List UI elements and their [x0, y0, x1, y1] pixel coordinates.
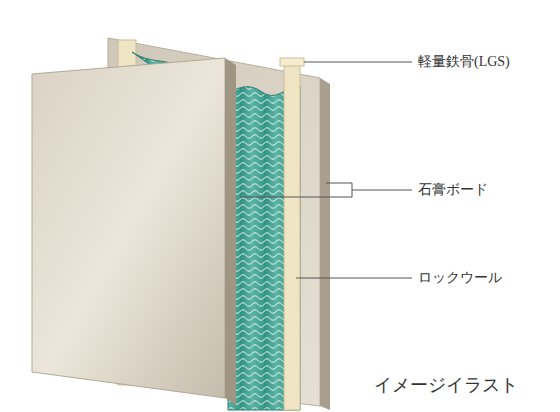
- back-board-edge: [320, 78, 330, 410]
- leader-bracket: [240, 183, 352, 197]
- image-note: イメージイラスト: [374, 375, 518, 397]
- part-label: 軽量鉄骨(LGS): [418, 54, 510, 71]
- front-gypsum-board: [32, 58, 225, 398]
- lgs-stud-cap: [280, 58, 304, 66]
- leader-line: [352, 190, 412, 191]
- part-label: ロックウール: [418, 270, 502, 287]
- leader-line: [296, 278, 412, 279]
- front-board-edge: [225, 58, 236, 405]
- leader-line: [304, 62, 412, 63]
- part-label: 石膏ボード: [418, 182, 488, 199]
- lgs-stud: [284, 62, 300, 410]
